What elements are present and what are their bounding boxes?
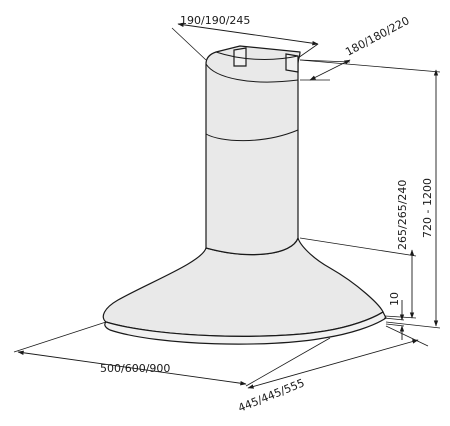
- chimney-top-edge: [215, 51, 299, 60]
- label-edge-thickness: 10: [388, 292, 401, 306]
- dim-total-height: 720 - 1200: [299, 59, 441, 329]
- chimney-seam: [205, 129, 299, 142]
- chimney-front-edge: [205, 63, 299, 83]
- chimney-top-slot-left: [233, 47, 247, 67]
- hood-body: [102, 45, 387, 345]
- label-chimney-width: 190/190/245: [180, 14, 250, 27]
- canopy-rim: [104, 311, 387, 345]
- dim-hood-width: 500/600/900: [13, 321, 331, 387]
- label-chimney-depth: 180/180/220: [343, 14, 411, 59]
- dim-chimney-depth: 180/180/220: [299, 14, 412, 81]
- label-hood-depth: 445/445/555: [236, 376, 306, 414]
- dim-edge-thickness: 10: [383, 292, 405, 340]
- label-hood-width: 500/600/900: [100, 362, 170, 375]
- chimney-top-slot-right: [285, 53, 299, 73]
- dim-chimney-width: 190/190/245: [171, 14, 319, 61]
- chimney: [205, 45, 301, 256]
- label-total-height: 720 - 1200: [421, 178, 434, 238]
- dim-canopy-height: 265/265/240: [299, 180, 417, 319]
- label-canopy-height: 265/265/240: [396, 180, 409, 250]
